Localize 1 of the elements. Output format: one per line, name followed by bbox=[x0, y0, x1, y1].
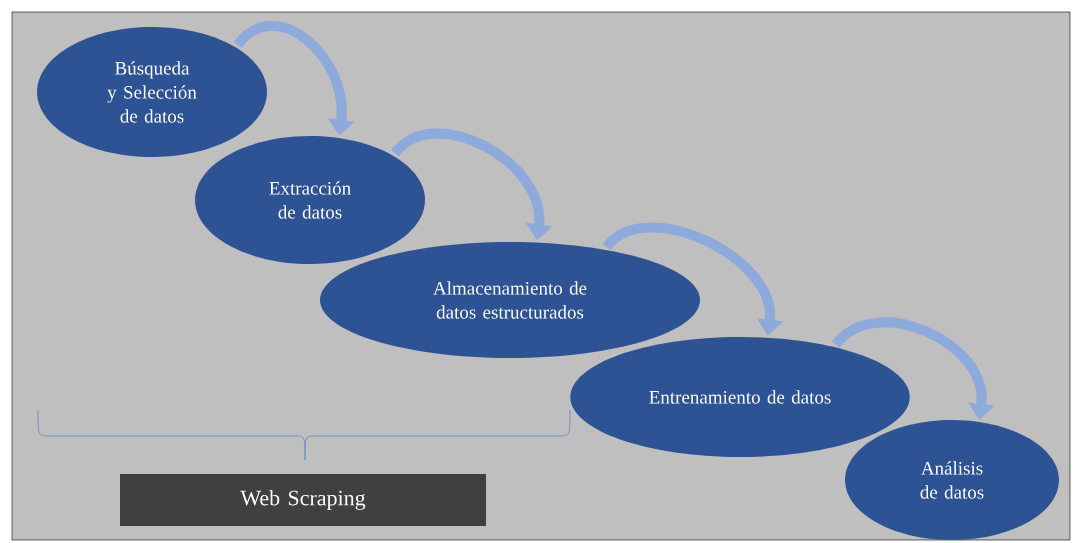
label-box: Web Scraping bbox=[120, 474, 486, 526]
